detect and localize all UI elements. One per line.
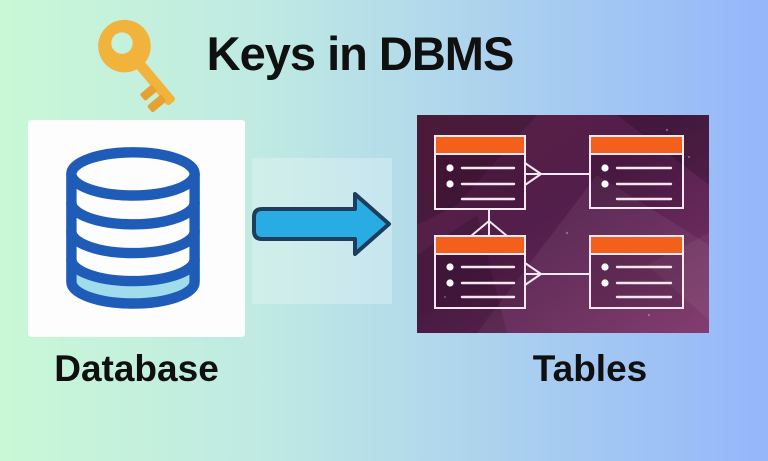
page-title: Keys in DBMS <box>206 27 515 80</box>
label-tables: Tables <box>532 348 648 389</box>
table-entity <box>589 135 684 209</box>
key-icon <box>98 19 175 113</box>
database-cylinder-icon <box>66 147 200 309</box>
er-diagram <box>417 115 709 333</box>
right-arrow-icon <box>252 192 391 256</box>
relationship-connectors <box>470 162 591 286</box>
label-database: Database <box>54 348 219 389</box>
table-entity <box>434 135 526 210</box>
table-entity <box>589 235 684 309</box>
tables-illustration <box>417 115 709 333</box>
database-card <box>28 120 245 337</box>
table-entity <box>434 235 526 309</box>
